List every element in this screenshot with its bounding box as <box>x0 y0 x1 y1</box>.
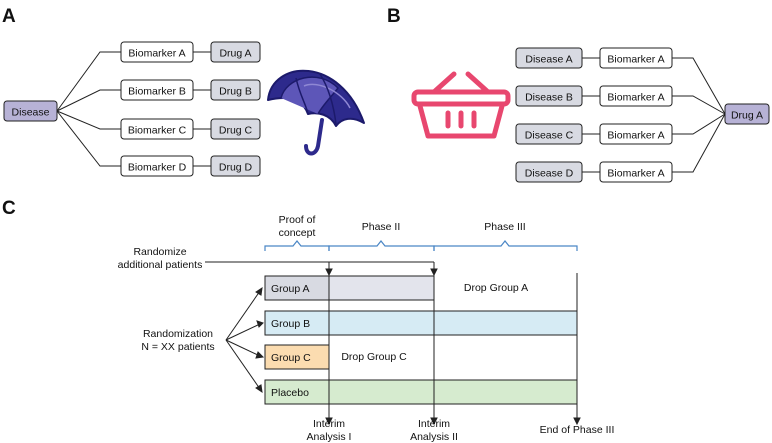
svg-text:Disease: Disease <box>12 107 50 119</box>
svg-text:Drug C: Drug C <box>219 125 253 137</box>
panel-c: C Proof of concept Phase II Phase III Ra… <box>2 198 614 443</box>
panel-c-label: C <box>2 198 16 219</box>
svg-text:Drug D: Drug D <box>219 162 253 174</box>
svg-text:Disease D: Disease D <box>525 168 574 180</box>
phase-brackets <box>264 240 578 251</box>
biomarker-node-b-a: Biomarker A <box>599 47 673 69</box>
svg-text:Disease C: Disease C <box>525 130 574 142</box>
group-b-bar: Group B <box>264 310 578 336</box>
svg-text:Biomarker C: Biomarker C <box>128 125 187 137</box>
panel-a: A Disease Biomarker A Drug A <box>2 6 365 177</box>
randomize-label-line1: Randomize <box>133 246 186 258</box>
end-phase-3-label: End of Phase III <box>540 424 615 436</box>
interim-2-line1: Interim <box>418 418 450 430</box>
drug-node-a: Drug A <box>210 41 261 63</box>
svg-text:Disease B: Disease B <box>525 92 573 104</box>
group-a-bar: Group A <box>264 275 435 301</box>
panel-b-label: B <box>387 6 401 27</box>
svg-text:Group A: Group A <box>271 283 310 295</box>
basket-icon <box>411 71 511 139</box>
svg-text:Biomarker A: Biomarker A <box>128 48 185 60</box>
biomarker-node-d: Biomarker D <box>120 155 194 177</box>
umbrella-icon <box>267 69 365 156</box>
interim-1-line1: Interim <box>313 418 345 430</box>
panel-b-connectors <box>582 57 726 173</box>
svg-text:Disease A: Disease A <box>525 54 572 66</box>
biomarker-node-b-d: Biomarker A <box>599 161 673 183</box>
svg-text:Placebo: Placebo <box>271 387 309 399</box>
disease-node-d: Disease D <box>515 161 583 183</box>
phase-proof-of-concept-line1: Proof of <box>279 214 316 226</box>
interim-1-line2: Analysis I <box>307 431 352 443</box>
randomization-label-line1: Randomization <box>143 328 213 340</box>
panel-b: B Disease A Biomarker <box>387 6 770 183</box>
svg-text:Biomarker B: Biomarker B <box>128 86 186 98</box>
drug-node-b: Drug B <box>210 79 261 101</box>
drug-node-c: Drug C <box>210 118 261 140</box>
biomarker-node-b-b: Biomarker A <box>599 85 673 107</box>
phase-proof-of-concept-line2: concept <box>279 227 316 239</box>
disease-node-c: Disease C <box>515 123 583 145</box>
biomarker-node-b-c: Biomarker A <box>599 123 673 145</box>
svg-text:Drug A: Drug A <box>219 48 251 60</box>
phase-3-label: Phase III <box>484 221 525 233</box>
randomize-label-line2: additional patients <box>118 259 203 271</box>
panel-a-label: A <box>2 6 16 27</box>
phase-2-label: Phase II <box>362 221 401 233</box>
drop-group-a-label: Drop Group A <box>464 282 528 294</box>
svg-text:Biomarker D: Biomarker D <box>128 162 187 174</box>
drug-node-target: Drug A <box>724 103 770 125</box>
svg-text:Drug B: Drug B <box>219 86 252 98</box>
disease-node: Disease <box>3 100 58 122</box>
randomize-arrow <box>205 261 438 277</box>
svg-text:Drug A: Drug A <box>731 110 763 122</box>
biomarker-node-c: Biomarker C <box>120 118 194 140</box>
svg-text:Group C: Group C <box>271 352 311 364</box>
biomarker-node-b: Biomarker B <box>120 79 194 101</box>
drop-group-c-label: Drop Group C <box>341 351 407 363</box>
svg-text:Biomarker A: Biomarker A <box>607 130 664 142</box>
randomization-arrows <box>225 286 265 394</box>
svg-text:Biomarker A: Biomarker A <box>607 54 664 66</box>
drug-node-d: Drug D <box>210 155 261 177</box>
biomarker-node-a: Biomarker A <box>120 41 194 63</box>
timeline-verticals <box>325 273 581 426</box>
randomization-label-line2: N = XX patients <box>141 341 214 353</box>
svg-text:Biomarker A: Biomarker A <box>607 92 664 104</box>
disease-node-a: Disease A <box>515 47 583 69</box>
svg-text:Group B: Group B <box>271 318 310 330</box>
disease-node-b: Disease B <box>515 85 583 107</box>
svg-text:Biomarker A: Biomarker A <box>607 168 664 180</box>
group-c-bar: Group C <box>264 344 330 370</box>
placebo-bar: Placebo <box>264 379 578 405</box>
panel-a-connectors <box>56 51 211 167</box>
interim-2-line2: Analysis II <box>410 431 458 443</box>
